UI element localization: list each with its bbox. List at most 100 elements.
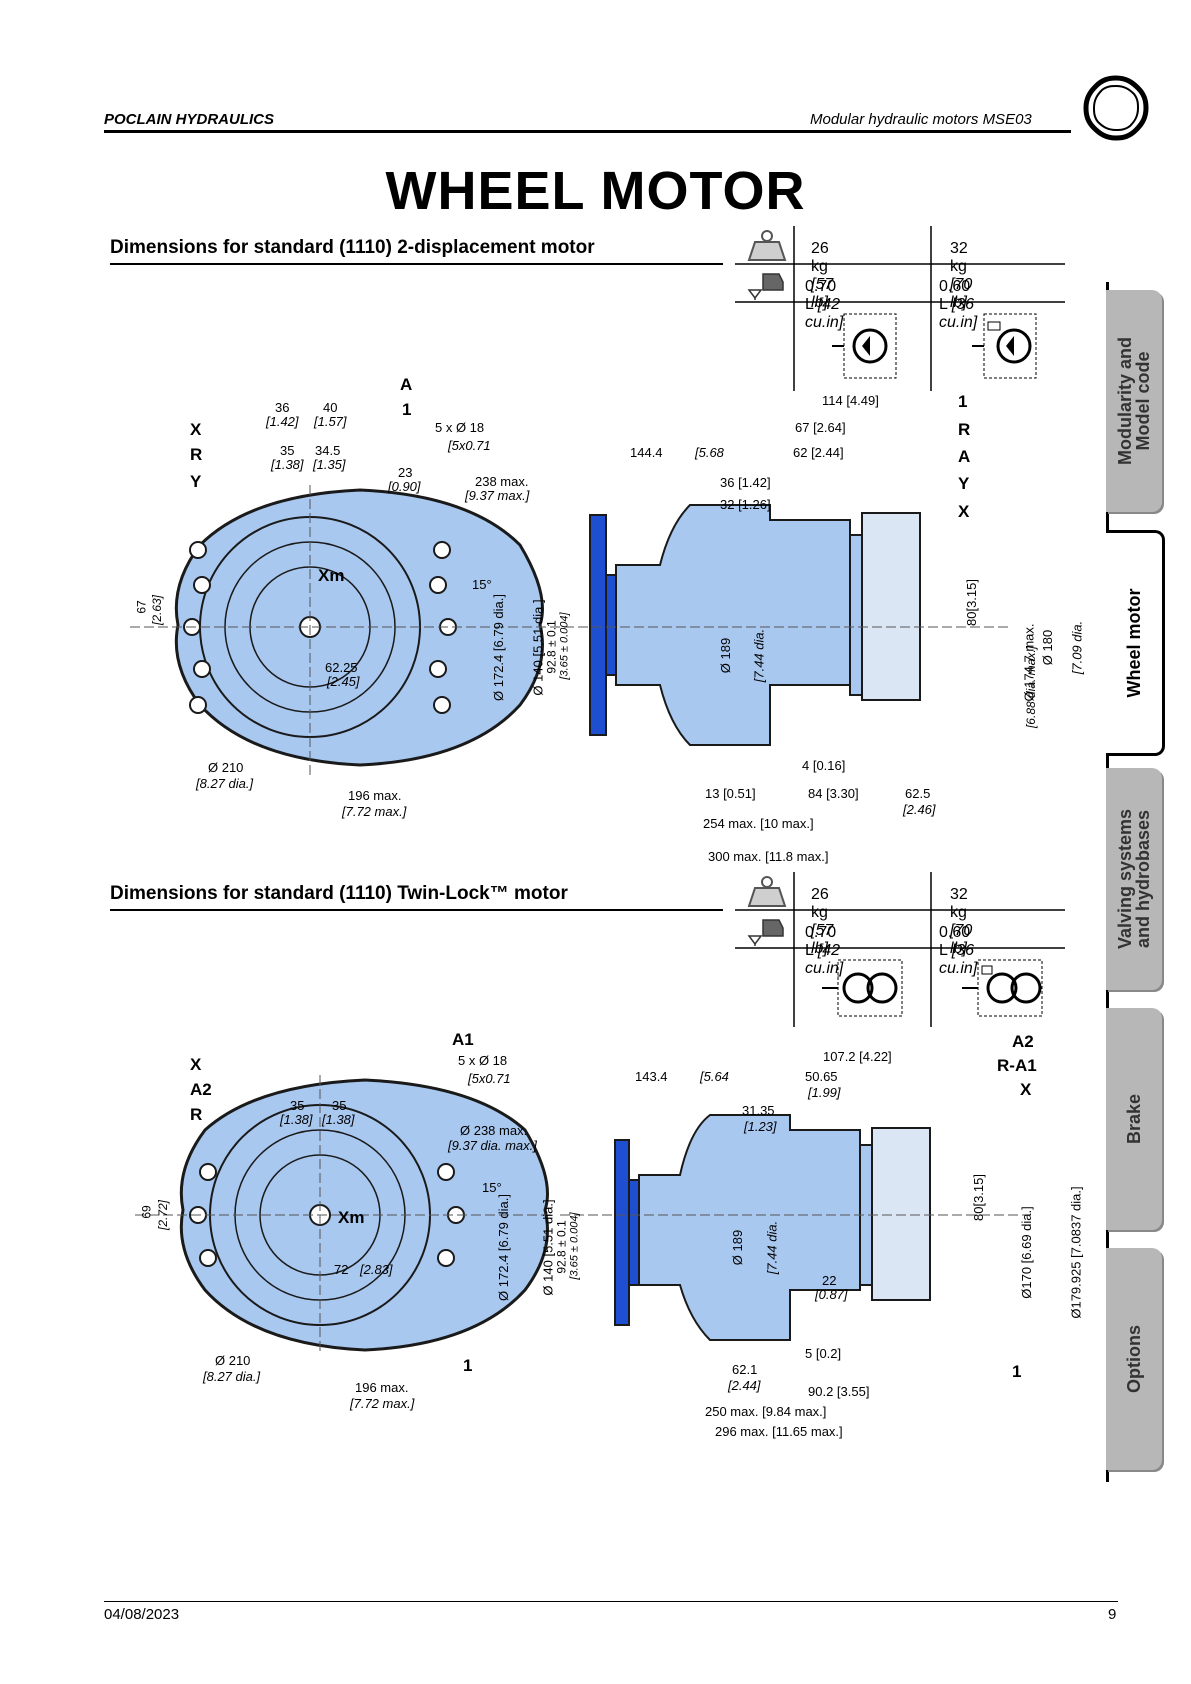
tab-brake-label: Brake: [1124, 1093, 1144, 1145]
spec-grid: [735, 226, 1065, 391]
volume-1-imperial: [42 cu.in]: [805, 296, 844, 331]
tl-dim-621: 62.1: [732, 1362, 758, 1377]
tl-dim-35a: 35: [290, 1098, 305, 1113]
spec-grid-2: [735, 872, 1065, 1027]
tl-dim-80: 80[3.15]: [971, 1174, 986, 1221]
tl-dim-1434-in: [5.64: [700, 1069, 729, 1084]
page-number: 9: [1108, 1606, 1117, 1623]
oil-volume-icon: [747, 273, 784, 300]
dim-80: 80[3.15]: [964, 579, 979, 626]
tl-dim-902: 90.2 [3.55]: [808, 1384, 870, 1399]
weight-1-imperial: [57 lb]: [811, 276, 834, 311]
dim-189: Ø 189: [718, 637, 734, 674]
tab-wheel-motor-label: Wheel motor: [1124, 588, 1144, 698]
section-1-rule: [110, 263, 723, 265]
drawing-twin-lock: [135, 1075, 1030, 1355]
oil-volume-icon: [747, 919, 784, 946]
tl-dim-22: 22: [822, 1273, 837, 1288]
dim-35-in: [1.38]: [271, 457, 304, 472]
tl-dim-35a-in: [1.38]: [280, 1112, 313, 1127]
front-view: [135, 1075, 555, 1355]
dim-238: 238 max.: [475, 474, 529, 489]
tl-dim-holes-in: [5x0.71: [468, 1071, 511, 1086]
dim-180-in: [7.09 dia.: [1069, 620, 1085, 675]
volume-1-imperial: [42 cu.in]: [805, 942, 844, 977]
dim-189-in: [7.44 dia.: [751, 628, 767, 683]
weight-2-imperial: [70 lb]: [950, 922, 973, 957]
side-label-x: X: [958, 502, 970, 521]
tab-modularity[interactable]: Modularity and Model code: [1106, 290, 1162, 512]
tl-dim-170: Ø170 [6.69 dia.]: [1018, 1206, 1034, 1299]
weight-2: 32 kg: [950, 240, 968, 275]
tl-dim-angle: 15°: [482, 1180, 502, 1195]
header-rule: [104, 130, 1071, 133]
volume-2: 0.60 L: [939, 278, 971, 313]
tl-side-ra1: R-A1: [997, 1056, 1037, 1075]
section-1-title: Dimensions for standard (1110) 2-displac…: [110, 237, 595, 258]
dim-23: 23: [398, 465, 413, 480]
weight-icon: [747, 230, 787, 261]
dim-84: 84 [3.30]: [808, 786, 859, 801]
dim-140: Ø 140 [5.51 dia.]: [530, 599, 546, 696]
footer-date: 04/08/2023: [104, 1606, 180, 1623]
tl-dim-250: 250 max. [9.84 max.]: [705, 1404, 827, 1419]
tl-dim-189: Ø 189: [730, 1229, 746, 1266]
tab-wheel-motor[interactable]: Wheel motor: [1106, 530, 1165, 756]
tl-label-xm: Xm: [338, 1208, 365, 1227]
poclain-logo-icon: [1083, 75, 1149, 141]
tl-dim-296: 296 max. [11.65 max.]: [715, 1424, 843, 1439]
tl-dim-1434: 143.4: [635, 1069, 668, 1084]
dim-4: 4 [0.16]: [802, 758, 846, 773]
tl-dim-69: 69: [139, 1205, 154, 1219]
tl-dim-3135-in: [1.23]: [744, 1119, 777, 1134]
page-title: WHEEL MOTOR: [385, 161, 806, 221]
dim-210: Ø 210: [208, 760, 244, 775]
dim-625-in: [2.46]: [903, 802, 936, 817]
dim-196: 196 max.: [348, 788, 402, 803]
label-1: 1: [402, 400, 412, 419]
side-label-a: A: [958, 447, 971, 466]
tl-dim-196: 196 max.: [355, 1380, 409, 1395]
side-view: [560, 1114, 1030, 1341]
side-view: [550, 504, 1010, 746]
tab-valving-label: Valving systems and hydrobases: [1115, 808, 1153, 950]
label-y: Y: [190, 472, 202, 491]
dim-345-in: [1.35]: [313, 457, 346, 472]
tl-label-a1: A1: [452, 1030, 474, 1049]
side-label-1: 1: [958, 392, 968, 411]
dim-32: 32 [1.26]: [720, 497, 771, 512]
tl-dim-140: Ø 140 [5.51 dia.]: [540, 1199, 556, 1296]
dim-928-in: [3.65 ± 0.004]: [558, 612, 571, 680]
tl-dim-5065: 50.65: [805, 1069, 838, 1084]
tl-dim-621-in: [2.44]: [728, 1378, 761, 1393]
tl-side-1: 1: [1012, 1362, 1022, 1381]
tl-dim-210: Ø 210: [215, 1353, 251, 1368]
tab-options[interactable]: Options: [1106, 1248, 1162, 1470]
tab-brake[interactable]: Brake: [1106, 1008, 1162, 1230]
tl-dim-5065-in: [1.99]: [808, 1085, 841, 1100]
tl-dim-72-in: [2.83]: [360, 1262, 393, 1277]
tl-side-x: X: [1020, 1080, 1032, 1099]
tl-label-1: 1: [463, 1356, 473, 1375]
volume-1: 0.70 L: [805, 924, 837, 959]
tl-dim-22-in: [0.87]: [815, 1287, 848, 1302]
tl-dim-69-in: [2.72]: [156, 1199, 171, 1231]
tl-dim-35b-in: [1.38]: [322, 1112, 355, 1127]
tl-dim-928-in: [3.65 ± 0.004]: [568, 1212, 581, 1280]
dim-36: 36: [275, 400, 290, 415]
volume-2: 0.60 L: [939, 924, 971, 959]
tl-dim-5: 5 [0.2]: [805, 1346, 842, 1361]
tl-dim-210-in: [8.27 dia.]: [203, 1369, 261, 1384]
company-name: POCLAIN HYDRAULICS: [104, 111, 275, 128]
tab-valving[interactable]: Valving systems and hydrobases: [1106, 768, 1162, 990]
dim-40: 40: [323, 400, 338, 415]
dim-67-in: [2.63]: [150, 594, 165, 626]
weight-1: 26 kg: [811, 886, 829, 921]
label-xm: Xm: [318, 566, 345, 585]
dim-6225-in: [2.45]: [327, 674, 360, 689]
section-2-title: Dimensions for standard (1110) Twin-Lock…: [110, 883, 568, 904]
weight-2: 32 kg: [950, 886, 968, 921]
volume-1: 0.70 L: [805, 278, 837, 313]
twinlock-schematic-1-icon: [822, 959, 903, 1017]
tl-dim-35b: 35: [332, 1098, 347, 1113]
